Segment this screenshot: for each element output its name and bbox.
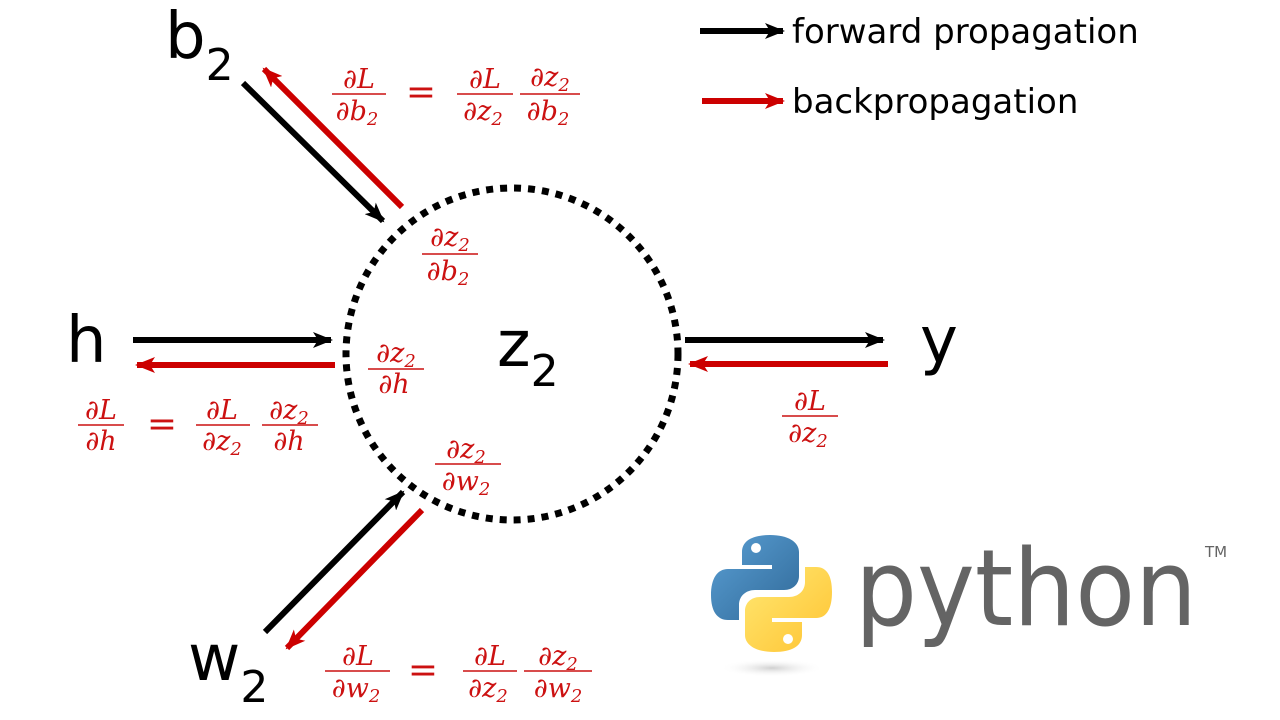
output-label-y: y <box>920 304 958 378</box>
upstream-gradient: ∂L ∂z2 <box>782 386 838 452</box>
python-logo: python TM <box>711 527 1227 677</box>
svg-text:∂z2: ∂z2 <box>788 418 828 452</box>
svg-text:∂L: ∂L <box>342 641 374 672</box>
input-label-w2: w2 <box>188 622 268 713</box>
svg-text:∂L: ∂L <box>469 64 501 95</box>
svg-text:∂z2: ∂z2 <box>202 426 242 460</box>
fraction-rhs1: ∂L ∂z2 <box>196 395 250 460</box>
svg-text:∂w2: ∂w2 <box>442 466 491 500</box>
backward-arrow-w2 <box>284 507 425 651</box>
svg-text:∂h: ∂h <box>273 426 304 457</box>
svg-text:∂z2: ∂z2 <box>376 338 416 372</box>
svg-text:∂L: ∂L <box>794 386 826 417</box>
fraction-rhs2: ∂z2 ∂w2 <box>524 641 592 707</box>
svg-text:∂h: ∂h <box>378 369 409 400</box>
svg-text:∂b2: ∂b2 <box>427 256 470 290</box>
fraction-lhs: ∂L ∂b2 <box>332 64 386 130</box>
node-label: z2 <box>497 308 559 397</box>
local-gradient-h: ∂z2 ∂h <box>368 338 424 400</box>
chain-rule-b2: ∂L ∂b2 = ∂L ∂z2 ∂z2 ∂b2 <box>332 62 580 130</box>
svg-text:∂z2: ∂z2 <box>468 673 508 707</box>
svg-text:∂z2: ∂z2 <box>530 62 570 96</box>
fraction-lhs: ∂L ∂h <box>78 395 124 457</box>
legend: forward propagation backpropagation <box>700 12 1139 122</box>
svg-text:∂w2: ∂w2 <box>534 673 583 707</box>
fraction-rhs2: ∂z2 ∂h <box>262 395 318 457</box>
trademark-symbol: TM <box>1204 543 1227 561</box>
svg-text:∂z2: ∂z2 <box>463 96 503 130</box>
input-w2: w2 ∂z2 ∂w2 ∂L ∂w2 = ∂L ∂z2 ∂z2 <box>188 434 592 713</box>
local-gradient-b2: ∂z2 ∂b2 <box>422 222 478 290</box>
svg-text:∂z2: ∂z2 <box>430 222 470 256</box>
equals-sign: = <box>406 72 436 113</box>
equals-sign: = <box>408 650 438 691</box>
svg-text:∂L: ∂L <box>343 64 375 95</box>
input-b2: b2 ∂L ∂b2 = ∂L ∂z2 ∂z2 ∂b2 ∂z <box>165 0 580 290</box>
svg-text:∂z2: ∂z2 <box>538 641 578 675</box>
input-label-b2: b2 <box>165 0 234 91</box>
fraction-lhs: ∂L ∂w2 <box>325 641 390 707</box>
equals-sign: = <box>147 404 177 445</box>
input-label-h: h <box>66 304 107 378</box>
svg-text:∂L: ∂L <box>474 641 506 672</box>
node-circle <box>342 184 682 524</box>
legend-item-forward: forward propagation <box>700 12 1139 52</box>
svg-text:∂h: ∂h <box>85 426 116 457</box>
svg-text:∂L: ∂L <box>85 395 117 426</box>
svg-text:∂b2: ∂b2 <box>527 96 570 130</box>
chain-rule-h: ∂L ∂h = ∂L ∂z2 ∂z2 ∂h <box>78 395 318 460</box>
svg-text:∂w2: ∂w2 <box>332 673 381 707</box>
legend-label-backward: backpropagation <box>792 82 1078 122</box>
python-wordmark: python <box>855 527 1197 650</box>
chain-rule-w2: ∂L ∂w2 = ∂L ∂z2 ∂z2 ∂w2 <box>325 641 592 707</box>
forward-arrow-w2 <box>262 489 406 635</box>
fraction-rhs1: ∂L ∂z2 <box>463 641 517 707</box>
backward-arrow-b2 <box>261 66 405 210</box>
legend-item-backward: backpropagation <box>702 82 1078 122</box>
output-y: y ∂L ∂z2 <box>685 304 958 452</box>
local-gradient-w2: ∂z2 ∂w2 <box>435 434 501 500</box>
forward-arrow-b2 <box>240 80 386 224</box>
node-z2: z2 <box>342 184 682 524</box>
legend-label-forward: forward propagation <box>792 12 1139 52</box>
input-h: h ∂z2 ∂h ∂L ∂h = ∂L ∂z2 ∂z2 <box>66 304 424 460</box>
svg-text:∂z2: ∂z2 <box>446 434 486 468</box>
python-snake-icon <box>711 535 832 652</box>
fraction-rhs1: ∂L ∂z2 <box>457 64 513 130</box>
fraction-rhs2: ∂z2 ∂b2 <box>520 62 580 130</box>
svg-text:∂L: ∂L <box>206 395 238 426</box>
svg-text:∂b2: ∂b2 <box>336 96 379 130</box>
logo-shadow <box>720 659 824 677</box>
svg-text:∂z2: ∂z2 <box>269 395 309 429</box>
